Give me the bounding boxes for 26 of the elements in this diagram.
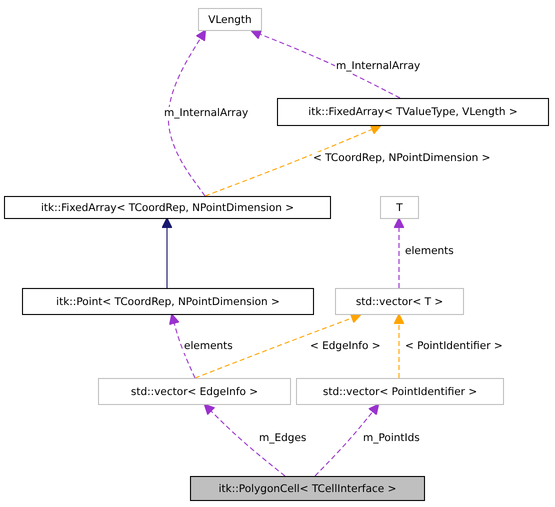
dependency-arrow <box>250 29 400 98</box>
edge-label: elements <box>183 340 234 353</box>
edge-label: m_Edges <box>258 432 308 445</box>
dependency-arrow <box>394 314 404 378</box>
edge-label: < EdgeInfo > <box>309 340 382 353</box>
dependency-arrow <box>204 124 382 196</box>
dependency-arrow <box>394 218 404 288</box>
edge-label: m_PointIds <box>362 432 421 445</box>
edge-label: < TCoordRep, NPointDimension > <box>312 152 492 165</box>
class-box: itk::FixedArray< TCoordRep, NPointDimension > <box>4 196 331 219</box>
dependency-arrow <box>168 30 206 196</box>
class-box: std::vector< PointIdentifier > <box>296 378 504 405</box>
dependency-arrow <box>168 314 196 378</box>
class-box: std::vector< T > <box>335 288 464 315</box>
class-box: VLength <box>198 8 262 31</box>
edge-label: m_InternalArray <box>163 107 250 120</box>
class-box: T <box>380 196 419 219</box>
class-box: std::vector< EdgeInfo > <box>98 378 291 405</box>
class-box: itk::Point< TCoordRep, NPointDimension > <box>22 288 314 315</box>
dependency-arrow <box>162 218 172 288</box>
class-box: itk::FixedArray< TValueType, VLength > <box>277 98 549 126</box>
dependency-arrow <box>204 404 286 476</box>
class-box: itk::PolygonCell< TCellInterface > <box>190 476 425 501</box>
edge-label: m_InternalArray <box>335 60 422 73</box>
dependency-arrow <box>314 404 380 476</box>
dependency-arrow <box>194 312 362 378</box>
